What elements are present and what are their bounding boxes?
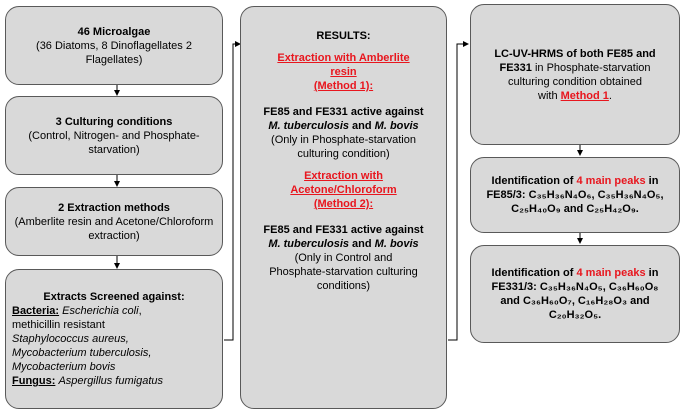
fe85-peaks-box: Identification of 4 main peaks in FE85/3… <box>470 157 680 233</box>
microalgae-box: 46 Microalgae (36 Diatoms, 8 Dinoflagell… <box>5 6 223 85</box>
fe331-l4: C₂₀H₃₂O₅. <box>548 309 602 321</box>
arrow-center-to-right <box>448 41 469 341</box>
method1-heading-l3: (Method 1): <box>313 80 374 92</box>
fe331-peaks-box: Identification of 4 main peaks in FE331/… <box>470 245 680 343</box>
m2-mbovis: M. bovis <box>374 238 419 250</box>
lcms-l1: LC-UV-HRMS of both FE85 and <box>494 47 656 60</box>
method1-heading-l2: resin <box>330 66 357 78</box>
fe85-l2: FE85/3: C₃₅H₃₆N₄O₆, C₃₅H₃₆N₄O₅, <box>486 189 664 201</box>
m2-mtb: M. tuberculosis <box>268 238 349 250</box>
microalgae-desc: (36 Diatoms, 8 Dinoflagellates 2 Flagell… <box>36 39 192 66</box>
method1-note-l1: (Only in Phosphate-starvation <box>271 134 416 146</box>
fungus-aspergillus: Aspergillus fumigatus <box>58 375 164 387</box>
lcms-box: LC-UV-HRMS of both FE85 and FE331 in Pho… <box>470 4 680 145</box>
bacteria-line: Bacteria: Escherichia coli, <box>12 304 142 318</box>
fungus-line: Fungus: Aspergillus fumigatus <box>12 374 163 388</box>
fe85-l1: Identification of 4 main peaks in <box>492 174 659 188</box>
fe331-in: in <box>645 267 659 279</box>
method1-note-l2: culturing condition) <box>297 148 390 160</box>
lcms-method1: Method 1 <box>560 89 609 102</box>
fe331-l2: FE331/3: C₃₅H₃₆N₄O₅, C₃₆H₆₀O₈ <box>491 281 659 293</box>
fe85-l3: C₂₅H₄₀O₉ and C₂₅H₄₂O₉. <box>511 203 639 215</box>
method2-heading-l3: (Method 2): <box>313 198 374 210</box>
screened-box: Extracts Screened against: Bacteria: Esc… <box>5 269 223 409</box>
extraction-title: 2 Extraction methods <box>58 201 170 214</box>
results-title: RESULTS: <box>316 30 371 42</box>
method2-text-l1: FE85 and FE331 active against <box>263 224 424 236</box>
method2-note-l3: conditions) <box>316 280 371 292</box>
method2-heading-l2: Acetone/Chloroform <box>290 184 397 196</box>
fe331-peaks: 4 main peaks <box>576 267 646 279</box>
method1-heading-l1: Extraction with Amberlite <box>277 52 410 64</box>
method1-text-l2: M. tuberculosis and M. bovis <box>268 119 418 133</box>
lcms-period: . <box>608 89 612 102</box>
lcms-l4: with Method 1. <box>538 89 612 103</box>
m2-and: and <box>349 238 375 250</box>
bacteria-label: Bacteria: <box>12 305 60 317</box>
m1-mtb: M. tuberculosis <box>268 120 349 132</box>
m1-mbovis: M. bovis <box>374 120 419 132</box>
microalgae-title: 46 Microalgae <box>77 25 151 38</box>
fe331-l1: Identification of 4 main peaks in <box>492 266 659 280</box>
lcms-with: with <box>538 89 561 102</box>
bacteria-ecoli: Escherichia coli <box>62 305 139 317</box>
m1-and: and <box>349 120 375 132</box>
fe331-l3: and C₃₆H₆₀O₇, C₁₆H₂₈O₃ and <box>500 295 650 307</box>
culturing-title: 3 Culturing conditions <box>55 115 173 128</box>
extraction-desc: (Amberlite resin and Acetone/Chloroform … <box>14 215 214 242</box>
lcms-fe331: FE331 <box>499 61 532 74</box>
results-box: RESULTS: Extraction with Amberlite resin… <box>240 6 447 409</box>
screened-line4: Mycobacterium tuberculosis, <box>12 347 152 359</box>
method1-text-l1: FE85 and FE331 active against <box>263 106 424 118</box>
arrow-left-to-center <box>224 41 241 341</box>
extraction-box: 2 Extraction methods (Amberlite resin an… <box>5 187 223 256</box>
screened-line3: Staphylococcus aureus, <box>12 333 129 345</box>
lcms-l2: FE331 in Phosphate-starvation <box>499 61 650 75</box>
lcms-l2-rest: in Phosphate-starvation <box>531 61 651 74</box>
method2-note-l1: (Only in Control and <box>294 252 393 264</box>
culturing-box: 3 Culturing conditions (Control, Nitroge… <box>5 96 223 175</box>
method2-heading-l1: Extraction with <box>304 170 383 182</box>
screened-line2: methicillin resistant <box>12 319 105 331</box>
fe85-in: in <box>645 175 659 187</box>
fe85-peaks: 4 main peaks <box>576 175 646 187</box>
fungus-label: Fungus: <box>12 375 56 387</box>
method2-note-l2: Phosphate-starvation culturing <box>269 266 418 278</box>
method2-text-l2: M. tuberculosis and M. bovis <box>268 237 418 251</box>
screened-line5: Mycobacterium bovis <box>12 361 116 373</box>
fe331-ident: Identification of <box>491 267 577 279</box>
fe85-ident: Identification of <box>491 175 577 187</box>
bacteria-sep: , <box>138 305 142 317</box>
screened-title: Extracts Screened against: <box>43 291 185 303</box>
culturing-desc: (Control, Nitrogen- and Phosphate-starva… <box>28 129 200 156</box>
lcms-l3: culturing condition obtained <box>508 75 642 88</box>
